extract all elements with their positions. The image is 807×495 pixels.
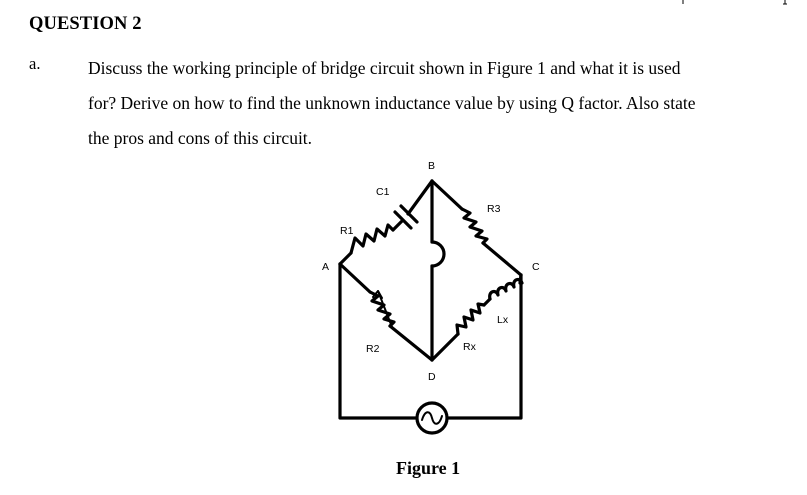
question-text-line: Discuss the working principle of bridge … bbox=[88, 58, 681, 78]
lx-label: Lx bbox=[497, 314, 509, 326]
question-text: Discuss the working principle of bridge … bbox=[88, 51, 788, 156]
arm-a-d bbox=[338, 262, 434, 362]
arm-d-c bbox=[430, 273, 524, 362]
part-label: a. bbox=[29, 54, 41, 73]
r1-resistor bbox=[349, 223, 395, 255]
r3-resistor bbox=[460, 207, 489, 245]
node-d-label: D bbox=[428, 371, 436, 383]
page-corner-marks bbox=[682, 0, 787, 5]
c1-label: C1 bbox=[376, 186, 390, 198]
question-text-line: for? Derive on how to find the unknown i… bbox=[88, 93, 696, 113]
r2-label: R2 bbox=[366, 343, 380, 355]
arm-b-c bbox=[430, 179, 523, 277]
question-title: QUESTION 2 bbox=[29, 14, 142, 34]
rx-resistor bbox=[455, 302, 486, 336]
node-b-label: B bbox=[428, 160, 435, 172]
rx-label: Rx bbox=[463, 341, 477, 353]
lx-inductor-coil bbox=[488, 277, 524, 301]
ac-source-icon bbox=[415, 401, 449, 435]
node-c-label: C bbox=[532, 261, 540, 273]
node-a-label: A bbox=[322, 261, 329, 273]
question-text-line: the pros and cons of this circuit. bbox=[88, 128, 313, 148]
r1-label: R1 bbox=[340, 225, 354, 237]
figure-caption: Figure 1 bbox=[396, 458, 461, 478]
source-loop bbox=[338, 262, 523, 435]
arm-a-b bbox=[338, 179, 434, 266]
r3-label: R3 bbox=[487, 203, 501, 215]
detector-b-d bbox=[430, 179, 446, 362]
c1-plate-left bbox=[393, 210, 413, 230]
